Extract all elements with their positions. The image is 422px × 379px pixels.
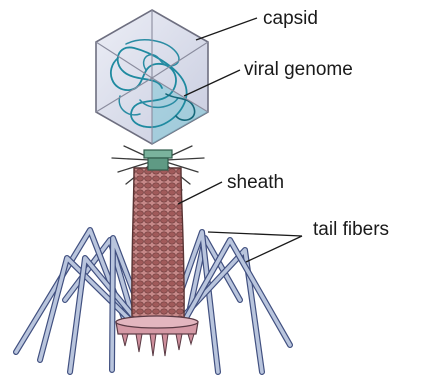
baseplate-spikes <box>122 334 194 356</box>
label-viral-genome: viral genome <box>244 60 353 79</box>
collar <box>144 150 172 170</box>
label-capsid: capsid <box>263 9 318 28</box>
capsid <box>96 10 208 144</box>
leader-line-sheath <box>178 182 222 204</box>
sheath <box>132 168 184 318</box>
label-sheath: sheath <box>227 173 284 192</box>
leader-line-fibers-upper <box>208 232 302 236</box>
label-tail-fibers: tail fibers <box>313 220 389 239</box>
leader-line-fibers-lower <box>246 236 302 262</box>
tail-fiber-right <box>170 232 290 372</box>
leader-line-capsid <box>196 18 257 40</box>
baseplate <box>116 316 198 356</box>
